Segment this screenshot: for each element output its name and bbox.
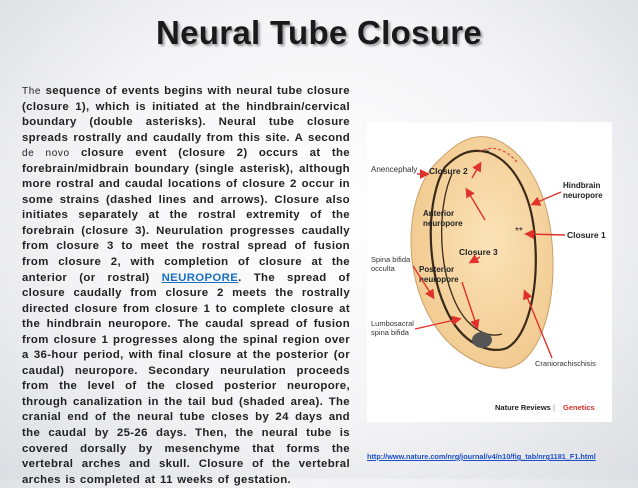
source-url-link[interactable]: http://www.nature.com/nrg/journal/v4/n10… xyxy=(367,452,596,461)
description-part-2: closure event (closure 2) occurs at the … xyxy=(22,147,350,284)
asterisk-double: ** xyxy=(515,226,523,237)
label-closure3: Closure 3 xyxy=(459,247,498,257)
page-title: Neural Tube Closure xyxy=(156,14,482,51)
label-posterior: Posterior xyxy=(419,265,454,274)
neural-tube xyxy=(429,149,537,351)
label-closure1: Closure 1 xyxy=(567,230,606,240)
label-lumbosacral: Lumbosacral xyxy=(371,319,414,328)
label-anencephaly: Anencephaly xyxy=(371,165,417,174)
credit-separator: | xyxy=(553,403,555,412)
label-hindbrain-2: neuropore xyxy=(563,191,603,200)
credit-section: Genetics xyxy=(563,403,595,412)
tail-bud xyxy=(472,332,492,348)
label-spina-bifida-2: occulta xyxy=(371,264,396,273)
label-spina-bifida: Spina bifida xyxy=(371,255,411,264)
label-anterior: Anterior xyxy=(423,209,454,218)
label-craniorachischisis: Craniorachischisis xyxy=(535,359,596,368)
credit-journal: Nature Reviews xyxy=(495,403,551,412)
de-novo-text: de novo xyxy=(22,148,70,160)
label-anterior-2: neuropore xyxy=(423,219,463,228)
description-start: The xyxy=(22,86,42,97)
neuropore-link[interactable]: NEUROPORE xyxy=(161,271,239,284)
label-closure2: Closure 2 xyxy=(429,166,468,176)
asterisk-single: * xyxy=(485,148,490,160)
label-posterior-2: neuropore xyxy=(419,275,459,284)
label-hindbrain: Hindbrain xyxy=(563,181,600,190)
description-part-1: sequence of events begins with neural tu… xyxy=(22,85,350,144)
description-text: The sequence of events begins with neura… xyxy=(22,84,350,488)
label-lumbosacral-2: spina bifida xyxy=(371,328,410,337)
neural-tube-figure: * ** Anencephaly Closure 2 Hindbrain neu… xyxy=(367,122,612,422)
embryo-diagram: * ** Anencephaly Closure 2 Hindbrain neu… xyxy=(371,136,606,412)
description-part-3: . The spread of closure caudally from cl… xyxy=(22,271,350,486)
